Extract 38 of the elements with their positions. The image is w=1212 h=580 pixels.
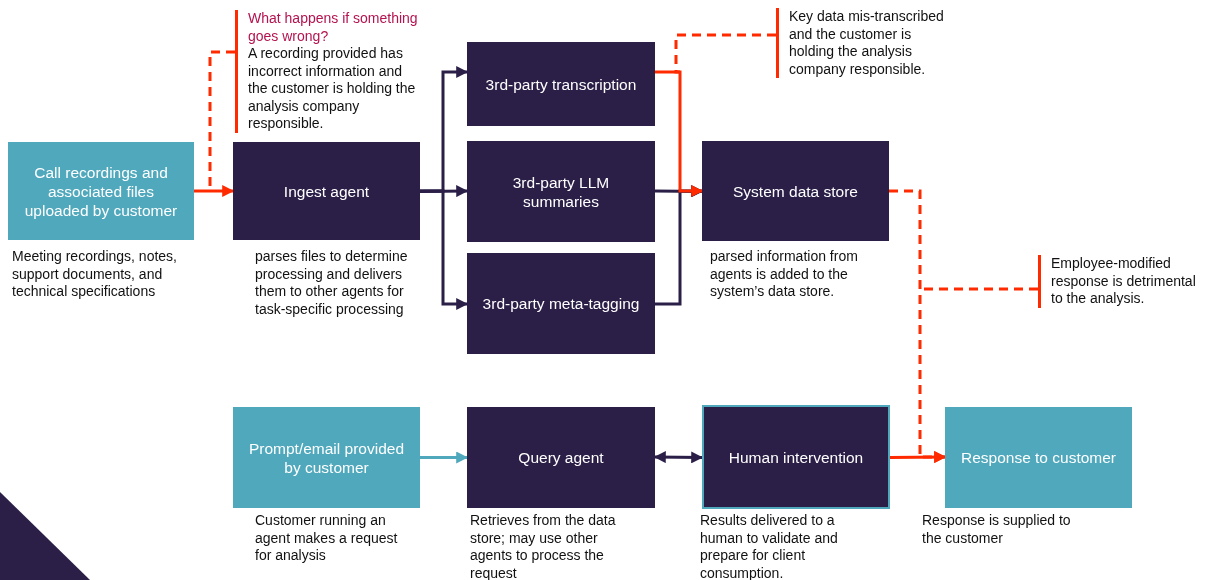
arrow <box>420 189 469 310</box>
leader-line <box>208 50 235 189</box>
arrow <box>194 185 235 197</box>
process-box <box>467 253 655 354</box>
process-box <box>233 407 420 508</box>
callout-heading: What happens if something goes wrong? <box>248 10 419 45</box>
process-box <box>702 141 889 241</box>
node-caption: Results delivered to a human to validate and prepare for client consumption. <box>700 512 839 580</box>
callout-text: A recording provided has incorrect information and the customer is holding the analysis company responsible. <box>248 45 417 133</box>
box-label: Human intervention <box>727 447 865 467</box>
box-label: System data store <box>732 181 859 201</box>
node-caption: parsed information from agents is added to the system’s data store. <box>710 248 859 301</box>
node-caption: parses files to determine processing and delivers them to other agents for task-specific processing <box>255 248 409 318</box>
arrow <box>655 70 704 197</box>
box-label: 3rd-party LLM summaries <box>511 172 611 211</box>
box-label: Ingest agent <box>282 181 371 201</box>
box-label: Call recordings and associated files uploaded by customer <box>23 162 179 220</box>
node-caption: Response is supplied to the customer <box>922 512 1072 547</box>
process-box <box>467 42 655 126</box>
process-box <box>467 141 655 242</box>
node-caption: Meeting recordings, notes, support documents, and technical specifications <box>12 248 178 301</box>
process-box <box>8 142 194 240</box>
process-box <box>702 405 890 509</box>
process-box <box>233 142 420 240</box>
box-label: Prompt/email provided by customer <box>247 438 406 477</box>
process-box <box>945 407 1132 508</box>
box-label: Response to customer <box>959 448 1118 467</box>
arrow <box>420 451 469 464</box>
box-label: 3rd-party meta-tagging <box>481 294 641 313</box>
leader-line <box>674 33 776 74</box>
callout-text: Employee-modified response is detrimental to the analysis. <box>1051 255 1197 308</box>
callout-text: Key data mis-transcribed and the customer is holding the analysis company responsible. <box>789 8 945 78</box>
node-caption: Customer running an agent makes a request for analysis <box>255 512 399 565</box>
process-box <box>467 407 655 508</box>
box-label: Query agent <box>517 448 605 467</box>
box-label: 3rd-party transcription <box>484 74 638 94</box>
arrow <box>890 451 947 464</box>
node-caption: Retrieves from the data store; may use other agents to process the request <box>470 512 617 580</box>
